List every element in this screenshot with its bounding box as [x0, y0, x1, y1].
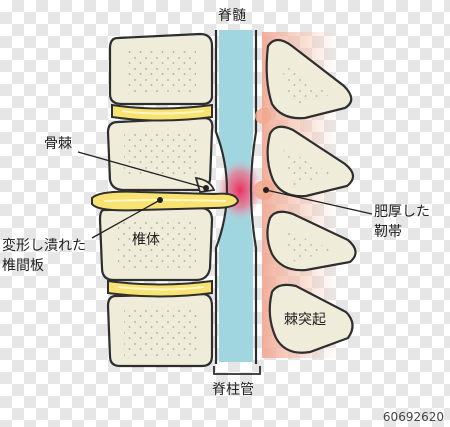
- disc-lower: [107, 279, 213, 298]
- label-ligament-line2: 靭帯: [374, 224, 402, 240]
- label-vertebral-body: 椎体: [132, 232, 160, 248]
- marker-ligament: [263, 187, 269, 193]
- label-disc-line2: 椎間板: [2, 258, 44, 274]
- vertebra-second: [106, 116, 214, 192]
- dura-right-line: [249, 30, 258, 364]
- spinal-canal-bracket: [213, 366, 261, 375]
- ligament-thickening-1: [255, 108, 271, 124]
- spinous-process-lower: [268, 283, 354, 354]
- vertebra-top: [108, 32, 214, 106]
- label-disc-line1: 変形し潰れた: [2, 238, 86, 254]
- vertebra-body-deformed: [98, 206, 214, 282]
- spinous-process-middle: [266, 210, 357, 272]
- label-spinous-process: 棘突起: [284, 312, 326, 328]
- marker-bone-spur: [203, 185, 209, 191]
- leader-bone-spur: [77, 151, 207, 189]
- bone-spur: [194, 176, 216, 194]
- disc-deformed: [91, 190, 240, 212]
- leader-ligament: [265, 189, 373, 215]
- label-bone-spur: 骨棘: [44, 136, 72, 152]
- disc-upper: [111, 103, 213, 122]
- label-spinal-canal: 脊柱管: [212, 382, 254, 398]
- dura-left-line: [214, 30, 229, 364]
- vertebra-bottom: [106, 292, 214, 368]
- label-ligament-line1: 肥厚した: [374, 204, 430, 220]
- spinous-process-upper: [266, 125, 355, 198]
- spinous-process-top: [265, 38, 353, 120]
- leader-disc: [91, 199, 161, 239]
- marker-disc: [157, 197, 163, 203]
- stock-id: 60692620: [382, 410, 444, 424]
- label-spinal-cord: 脊髄: [218, 8, 246, 24]
